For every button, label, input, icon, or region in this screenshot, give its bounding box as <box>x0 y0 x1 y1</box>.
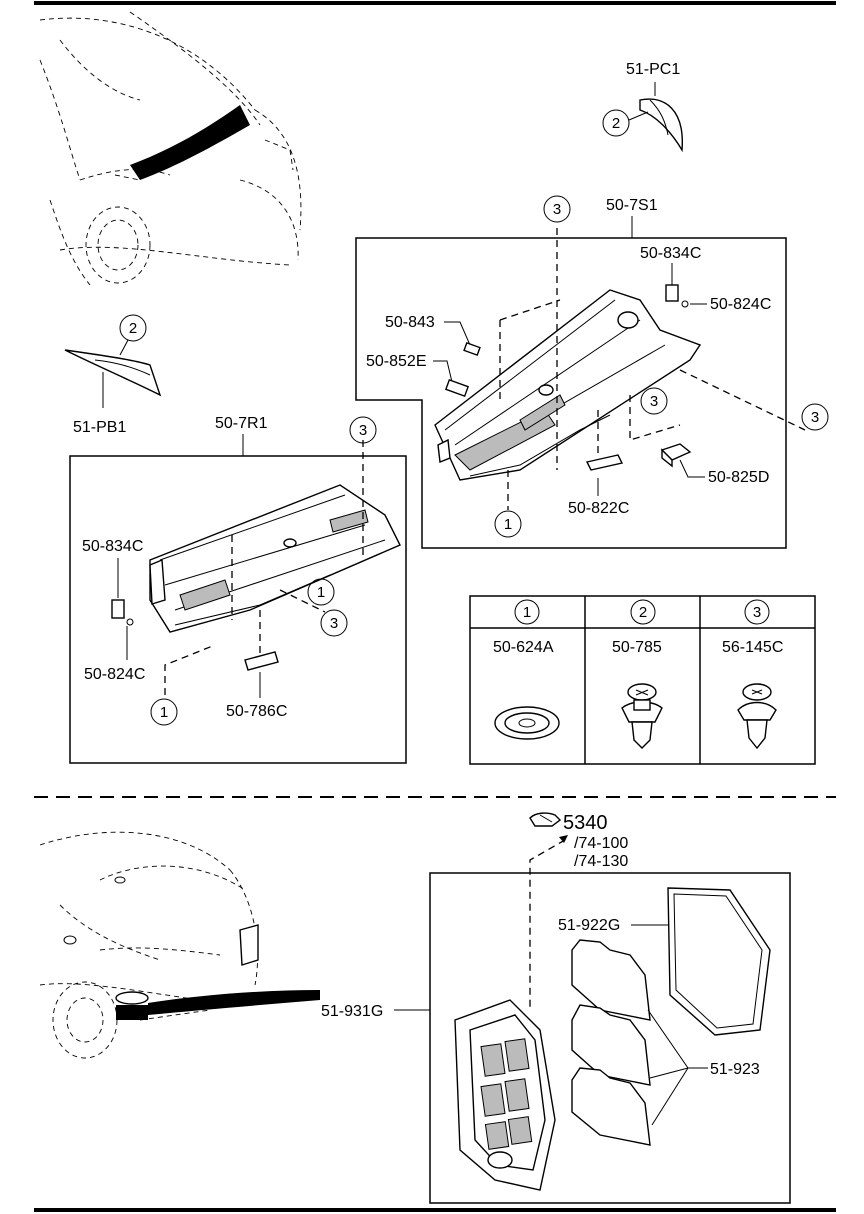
callout-3-7S1-mid-num: 3 <box>650 393 658 410</box>
car-front-illustration <box>39 11 302 286</box>
callout-3-7R1-top-num: 3 <box>359 422 367 439</box>
label-50-852E: 50-852E <box>366 353 427 370</box>
callout-2-pb1-num: 2 <box>129 320 137 337</box>
callout-1-7R1-mid <box>307 578 335 606</box>
callout-1-7R1-bottom <box>150 698 178 726</box>
table-header-2: 2 <box>639 604 647 621</box>
box-50-7S1 <box>355 237 787 549</box>
cowl-panel-7R1 <box>149 484 401 633</box>
callout-3-7S1-right-num: 3 <box>811 409 819 426</box>
callout-2-pc1 <box>602 109 630 137</box>
callout-3-7R1-mid <box>320 609 348 637</box>
callout-3-7S1-top <box>543 195 571 223</box>
label-50-824C-7R1: 50-824C <box>84 666 145 683</box>
grommet-clip-icon <box>494 706 560 740</box>
table-header-1: 1 <box>523 604 531 621</box>
label-50-7S1: 50-7S1 <box>606 197 658 214</box>
label-50-786C: 50-786C <box>226 703 287 720</box>
cowl-panel-7S1 <box>434 289 702 481</box>
callout-3-7S1-mid <box>640 387 668 415</box>
table-header-3: 3 <box>753 604 761 621</box>
rivet-clip-icon <box>737 683 777 750</box>
label-51-PC1: 51-PC1 <box>626 61 680 78</box>
reference-hand-icon <box>529 812 562 827</box>
table-part-1: 50-624A <box>493 639 554 656</box>
ref-74-130: /74-130 <box>574 853 628 870</box>
callout-1-7R1-bottom-num: 1 <box>160 704 168 721</box>
filter-location-marker <box>115 990 320 1020</box>
label-50-824C-7S1: 50-824C <box>710 296 771 313</box>
label-50-822C: 50-822C <box>568 500 629 517</box>
part-51-PC1 <box>639 82 683 153</box>
ref-5340: 5340 <box>563 812 608 834</box>
fastener-table: 1 2 3 50-624A 50-785 56-145C <box>469 595 816 765</box>
callout-3-7R1-mid-num: 3 <box>330 615 338 632</box>
callout-1-7S1 <box>494 510 522 538</box>
label-50-7R1: 50-7R1 <box>215 415 268 432</box>
ref-74-100: /74-100 <box>574 835 628 852</box>
label-50-843: 50-843 <box>385 314 435 331</box>
label-51-931G: 51-931G <box>321 1003 383 1020</box>
seal-51-922G <box>667 887 771 1036</box>
table-part-3: 56-145C <box>722 639 783 656</box>
label-51-922G: 51-922G <box>558 917 620 934</box>
table-part-2: 50-785 <box>612 639 662 656</box>
label-50-825D: 50-825D <box>708 469 769 486</box>
callout-3-7S1-right <box>801 403 829 431</box>
callout-1-7S1-num: 1 <box>504 516 512 533</box>
label-51-PB1: 51-PB1 <box>73 419 126 436</box>
box-51-931G <box>429 872 791 1204</box>
box-50-7R1 <box>69 455 407 764</box>
label-50-834C-7R1: 50-834C <box>82 538 143 555</box>
filter-elements-51-923 <box>571 939 651 1146</box>
callout-3-7R1-top <box>349 416 377 444</box>
callout-2-pc1-num: 2 <box>612 115 620 132</box>
part-51-PB1 <box>64 349 162 397</box>
label-50-834C-7S1: 50-834C <box>640 245 701 262</box>
callout-3-7S1-top-num: 3 <box>553 201 561 218</box>
callout-1-7R1-mid-num: 1 <box>317 584 325 601</box>
push-clip-icon <box>621 683 663 749</box>
label-51-923: 51-923 <box>710 1061 760 1078</box>
callout-2-pb1 <box>119 314 147 342</box>
car-rear-illustration <box>39 831 320 1059</box>
filter-housing-51-931G <box>454 999 556 1191</box>
